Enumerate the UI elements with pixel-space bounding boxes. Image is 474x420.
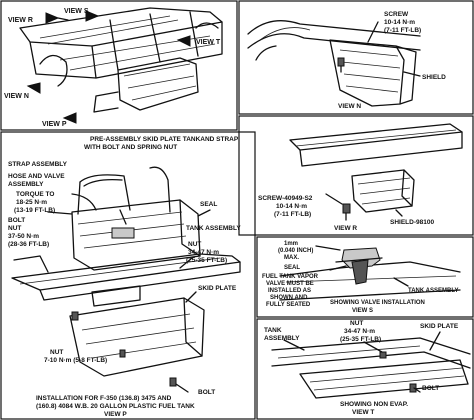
view-p-install-line1: INSTALLATION FOR F-350 (136.8) 3475 AND xyxy=(36,395,172,402)
view-p-callout: VIEW P xyxy=(42,121,67,128)
view-t-frame xyxy=(256,318,474,420)
view-p-hose-valve-line2: ASSEMBLY xyxy=(8,181,44,188)
view-s-seal: SEAL xyxy=(284,265,300,271)
view-s-gap-line2: (0.040 INCH) xyxy=(278,248,313,254)
view-s-valve-line3: INSTALLED AS xyxy=(268,288,311,294)
view-p-bolt-nut-line1: NUT xyxy=(8,225,21,232)
view-p-bolt-nut-line2: 37-50 N·m xyxy=(8,233,39,240)
view-p-hose-valve-line1: HOSE AND VALVE xyxy=(8,173,65,180)
view-s-gap-line1: 1mm xyxy=(284,241,298,247)
view-n-screw-torque-ftlb: (7-11 FT-LB) xyxy=(384,27,421,34)
view-key-drawing xyxy=(19,7,223,124)
view-key-frame xyxy=(0,0,238,131)
view-p-bolt-nut-line3: (28-36 FT-LB) xyxy=(8,241,49,248)
view-r-screw-label: SCREW-40949-S2 xyxy=(258,195,313,202)
view-s-valve-line5: FULLY SEATED xyxy=(266,302,311,308)
view-p-tank-assembly: TANK ASSEMBLY xyxy=(186,225,241,232)
view-r-screw-torque-nm: 10-14 N·m xyxy=(276,203,307,210)
view-p-torque-line2: 18-25 N·m xyxy=(16,199,47,206)
view-p-strap-assembly: STRAP ASSEMBLY xyxy=(8,161,68,168)
view-p-nut7-torque: 7-10 N·m (5-8 FT-LB) xyxy=(44,357,107,364)
view-s-gap-line3: MAX. xyxy=(284,255,299,261)
view-p-nut-torque-nm: 34-47 N·m xyxy=(188,249,219,256)
view-p-nut7-label: NUT xyxy=(50,349,63,356)
view-r-caption: VIEW R xyxy=(334,225,357,232)
view-p-pre-assembly-line2: WITH BOLT AND SPRING NUT xyxy=(84,144,177,151)
view-n-screw-label: SCREW xyxy=(384,11,409,18)
view-p-nut-torque-ftlb: (25-35 FT-LB) xyxy=(186,257,227,264)
view-p-torque-line1: TORQUE TO xyxy=(16,191,54,198)
view-s-caption-line2: VIEW S xyxy=(352,308,373,314)
view-p-install-line2: (160.8) 4084 W.B. 20 GALLON PLASTIC FUEL… xyxy=(36,403,195,410)
view-s-drawing xyxy=(279,245,461,301)
view-t-callout: VIEW T xyxy=(196,39,221,46)
view-n-shield-label: SHIELD xyxy=(422,74,446,81)
view-p-torque-line3: (13-19 FT-LB) xyxy=(14,207,55,214)
view-t-caption-line2: VIEW T xyxy=(352,409,374,416)
view-p-bolt: BOLT xyxy=(8,217,25,224)
view-p-caption: VIEW P xyxy=(104,411,127,418)
view-p-nut-label: NUT xyxy=(188,241,201,248)
view-s-valve-line4: SHOWN AND xyxy=(270,295,308,301)
view-t-skid-plate: SKID PLATE xyxy=(420,323,459,330)
view-t-tank-line2: ASSEMBLY xyxy=(264,335,300,342)
view-t-drawing xyxy=(271,331,471,399)
view-n-frame xyxy=(238,0,474,115)
view-s-valve-line1: FUEL TANK VAPOR xyxy=(262,274,319,280)
view-n-callout: VIEW N xyxy=(4,93,29,100)
view-n-screw-torque-nm: 10-14 N·m xyxy=(384,19,415,26)
view-t-nut-torque-nm: 34-47 N·m xyxy=(344,328,375,335)
view-s-callout: VIEW S xyxy=(64,8,89,15)
view-s-tank-assembly: TANK ASSEMBLY xyxy=(408,288,458,294)
view-t-caption-line1: SHOWING NON EVAP. xyxy=(340,401,408,408)
view-r-screw-torque-ftlb: (7-11 FT-LB) xyxy=(274,211,311,218)
view-t-nut-label: NUT xyxy=(350,320,363,327)
view-p-frame xyxy=(0,131,256,420)
view-s-caption-line1: SHOWING VALVE INSTALLATION xyxy=(330,300,425,306)
view-r-frame xyxy=(238,115,474,236)
view-p-seal: SEAL xyxy=(200,201,217,208)
view-t-bolt: BOLT xyxy=(422,385,439,392)
view-p-skid-plate: SKID PLATE xyxy=(198,285,237,292)
view-p-bolt-bottom: BOLT xyxy=(198,389,215,396)
view-n-caption: VIEW N xyxy=(338,103,361,110)
view-r-drawing xyxy=(289,123,463,221)
view-r-shield-label: SHIELD-98100 xyxy=(390,219,434,226)
view-s-valve-line2: VALVE MUST BE xyxy=(266,281,314,287)
view-p-pre-assembly-line1: PRE-ASSEMBLY SKID PLATE TANKAND STRAP xyxy=(90,136,239,143)
view-t-nut-torque-ftlb: (25-35 FT-LB) xyxy=(340,336,381,343)
view-s-frame xyxy=(256,236,474,318)
view-n-drawing xyxy=(247,20,421,107)
view-t-tank-line1: TANK xyxy=(264,327,282,334)
view-r-callout: VIEW R xyxy=(8,17,33,24)
view-p-drawing xyxy=(11,166,241,393)
